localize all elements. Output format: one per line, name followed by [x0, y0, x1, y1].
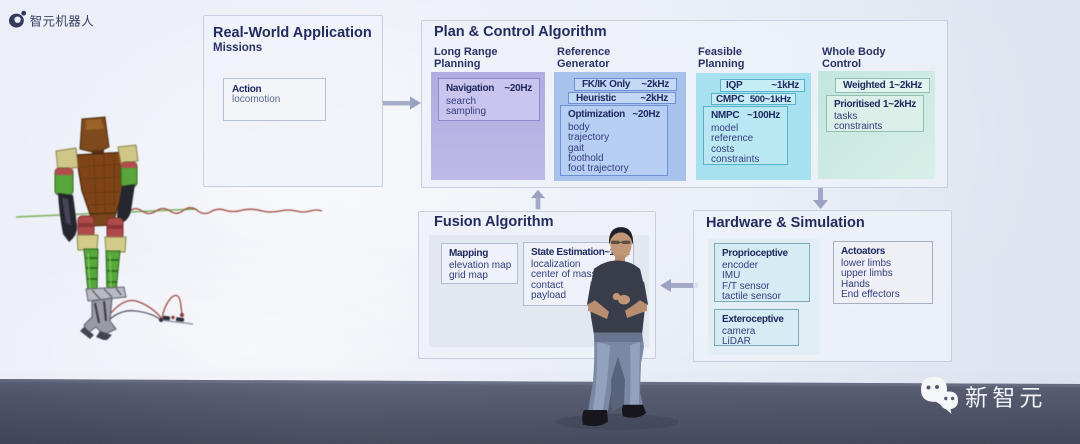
- svg-text:智元机器人: 智元机器人: [30, 14, 95, 29]
- svg-text:新智元: 新智元: [965, 385, 1047, 411]
